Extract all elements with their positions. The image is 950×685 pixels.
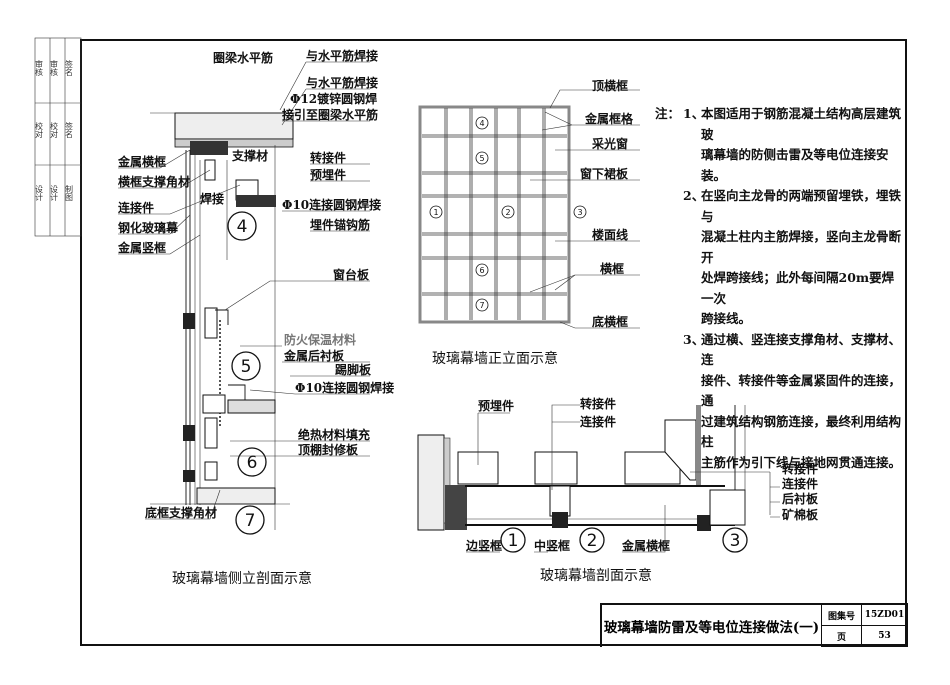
note-number: 2、 [683,188,705,203]
label-support: 支撑材 [231,148,268,163]
page-value: 53 [862,626,908,647]
side-section-drawing: 4 5 6 7 [118,61,370,535]
atlas-value: 15ZD01 [862,605,908,626]
page-label: 页 [822,626,862,647]
label-adapter-right: 转接件 [782,461,818,476]
note-line: 璃幕墙的防侧击雷及等电位连接安装。 [701,147,889,183]
note-number: 3、 [683,331,705,347]
label-metal-mullion: 金属竖框 [117,240,166,255]
side-section-caption: 玻璃幕墙侧立剖面示意 [172,570,312,587]
label-fireproof: 防火保温材料 [284,332,356,347]
label-anchor-hook: 埋件锚钩筋 [310,217,370,232]
plan-section-drawing: 1 2 3 [417,404,780,553]
label-phi10: Φ10连接圆钢焊接 [282,197,381,212]
sidebar-text: 签名 [65,121,74,139]
notes-block: 注：1、本图适用于钢筋混凝土结构高层建筑玻 璃幕墙的防侧击雷及等电位连接安装。 … [655,104,905,473]
elevation-caption: 玻璃幕墙正立面示意 [432,350,558,367]
sidebar-text: 校对 [50,121,59,138]
label-edge-mullion: 边竖框 [465,538,502,553]
label-spandrel: 窗下裙板 [580,166,629,181]
sidebar-text: 制图 [65,184,74,202]
label-back-panel: 后衬板 [782,491,819,506]
plan-marker: 3 [730,531,741,551]
elevation-marker: 7 [479,301,484,310]
label-ceiling-board: 顶棚封修板 [298,442,359,457]
detail-marker: 7 [245,511,256,531]
label-ring-beam-rebar: 圈梁水平筋 [213,50,273,65]
title-block: 玻璃幕墙防雷及等电位连接做法(一) 图集号 15ZD01 页 53 [600,603,908,647]
label-insulation: 绝热材料填充 [298,427,370,442]
signature-table: 审核 审核 签名 校对 校对 签名 设计 设计 制图 [35,37,82,237]
label-transom: 横框 [600,261,624,276]
notes-prefix: 注： [655,106,681,121]
label-daylight-window: 采光窗 [591,136,628,151]
detail-marker: 6 [247,453,258,473]
sidebar-text: 审核 [50,59,59,77]
label-embedded: 预埋件 [478,398,514,413]
note-line: 本图适用于钢筋混凝土结构高层建筑玻 [701,106,902,142]
note-line: 主筋作为引下线与接地网贯通连接。 [701,454,902,470]
label-connector-right: 连接件 [782,476,818,491]
sidebar-text: 审核 [35,59,44,77]
label-back-panel: 金属后衬板 [283,348,345,363]
label-skirting: 踢脚板 [335,362,372,377]
label-top-transom: 顶横框 [592,78,628,93]
label-sill-board: 窗台板 [333,267,370,282]
label-floor-line: 楼面线 [592,227,628,242]
label-transom-angle: 横框支撑角材 [118,174,190,189]
elevation-marker: 4 [479,119,484,128]
note-line: 过建筑结构钢筋连接，最终利用结构柱 [701,413,902,450]
label-tempered-glass: 钢化玻璃幕 [118,220,179,235]
elevation-drawing: 4 5 1 2 3 6 7 [418,89,640,329]
label-weld-horizontal: 与水平筋焊接 [306,75,378,90]
label-embedded: 预埋件 [310,167,346,182]
sidebar-text: 设计 [35,184,44,202]
label-connector: 连接件 [580,414,616,429]
label-weld-horizontal: 与水平筋焊接 [306,48,378,63]
label-weld: 焊接 [200,191,224,206]
elevation-marker: 2 [505,208,510,217]
note-number: 1、 [683,106,705,121]
note-line: 在竖向主龙骨的两端预留埋铁，埋铁与 [701,188,902,224]
note-line: 混凝土柱内主筋焊接，竖向主龙骨断开 [701,229,902,265]
sidebar-text: 校对 [35,121,44,138]
detail-marker: 4 [237,217,248,237]
label-adapter: 转接件 [310,150,346,165]
note-line: 跨接线。 [701,311,752,326]
note-line: 通过横、竖连接支撑角材、支撑材、连 [701,331,902,368]
plan-section-caption: 玻璃幕墙剖面示意 [540,567,652,584]
plan-marker: 1 [508,531,519,551]
label-metal-transom: 金属横框 [117,154,166,169]
label-connector: 连接件 [118,200,154,215]
label-bottom-angle: 底框支撑角材 [145,505,217,520]
label-bottom-transom: 底横框 [592,314,628,329]
elevation-marker: 3 [577,208,582,217]
elevation-marker: 6 [479,266,484,275]
sidebar-text: 签名 [65,59,74,77]
note-line: 处焊跨接线；此外每间隔20m要焊一次 [701,270,895,306]
drawing-frame [80,39,907,646]
plan-marker: 2 [587,531,598,551]
atlas-label: 图集号 [822,605,862,626]
label-adapter: 转接件 [580,396,616,411]
label-metal-grid: 金属框格 [584,111,634,126]
detail-marker: 5 [241,357,252,377]
label-mineral-wool: 矿棉板 [782,507,819,522]
elevation-marker: 5 [479,154,484,163]
label-phi12: Φ12镀锌圆钢焊 [290,91,377,106]
drawing-title: 玻璃幕墙防雷及等电位连接做法(一) [602,605,822,647]
label-mid-mullion: 中竖框 [534,538,570,553]
label-metal-transom: 金属横框 [621,538,670,553]
label-phi10: Φ10连接圆钢焊接 [295,380,394,395]
sidebar-text: 设计 [50,184,59,202]
note-line: 接件、转接件等金属紧固件的连接，通 [701,372,902,409]
elevation-marker: 1 [433,208,438,217]
label-phi12: 接引至圈梁水平筋 [282,107,378,122]
